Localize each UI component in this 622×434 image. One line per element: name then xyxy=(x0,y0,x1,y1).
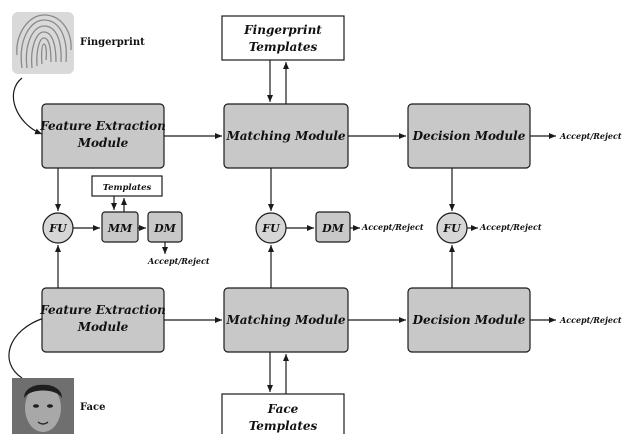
accept-reject-center: Accept/Reject xyxy=(361,222,424,232)
decision-module-top-label: Decision Module xyxy=(412,129,526,143)
feature-extraction-bottom-line1: Feature Extraction xyxy=(39,303,166,317)
face-templates-line1: Face xyxy=(267,402,299,416)
connectors xyxy=(55,60,556,394)
mm-label: MM xyxy=(107,222,133,235)
accept-reject-left: Accept/Reject xyxy=(147,256,210,266)
matching-module-top-label: Matching Module xyxy=(225,129,345,143)
face-templates-line2: Templates xyxy=(249,419,318,433)
fingerprint-image xyxy=(12,12,74,74)
fingerprint-input-arrow xyxy=(12,77,43,135)
face-templates-box xyxy=(221,393,345,434)
feature-extraction-top-line1: Feature Extraction xyxy=(39,119,166,133)
accept-reject-top: Accept/Reject xyxy=(559,131,622,141)
accept-reject-bottom: Accept/Reject xyxy=(559,315,622,325)
small-templates-box xyxy=(91,175,163,197)
feature-extraction-top-line2: Module xyxy=(77,136,129,150)
fusion-center-label: FU xyxy=(261,222,281,235)
fusion-right-label: FU xyxy=(442,222,462,235)
dm-box-center xyxy=(315,211,351,243)
fingerprint-templates-line1: Fingerprint xyxy=(243,23,322,37)
fingerprint-label: Fingerprint xyxy=(80,37,145,48)
face-image xyxy=(12,378,74,434)
feature-extraction-bottom-line2: Module xyxy=(77,320,129,334)
mm-box xyxy=(101,211,139,243)
face-input-curve xyxy=(8,317,45,379)
accept-reject-right: Accept/Reject xyxy=(479,222,542,232)
fusion-left-label: FU xyxy=(48,222,68,235)
dm-center-label: DM xyxy=(321,222,345,235)
face-label: Face xyxy=(80,402,105,413)
small-templates-label: Templates xyxy=(103,183,152,193)
fingerprint-templates-line2: Templates xyxy=(249,40,318,54)
decision-module-bottom-label: Decision Module xyxy=(412,313,526,327)
dm-left-label: DM xyxy=(153,222,177,235)
fingerprint-templates-box xyxy=(221,15,345,61)
matching-module-bottom-label: Matching Module xyxy=(225,313,345,327)
